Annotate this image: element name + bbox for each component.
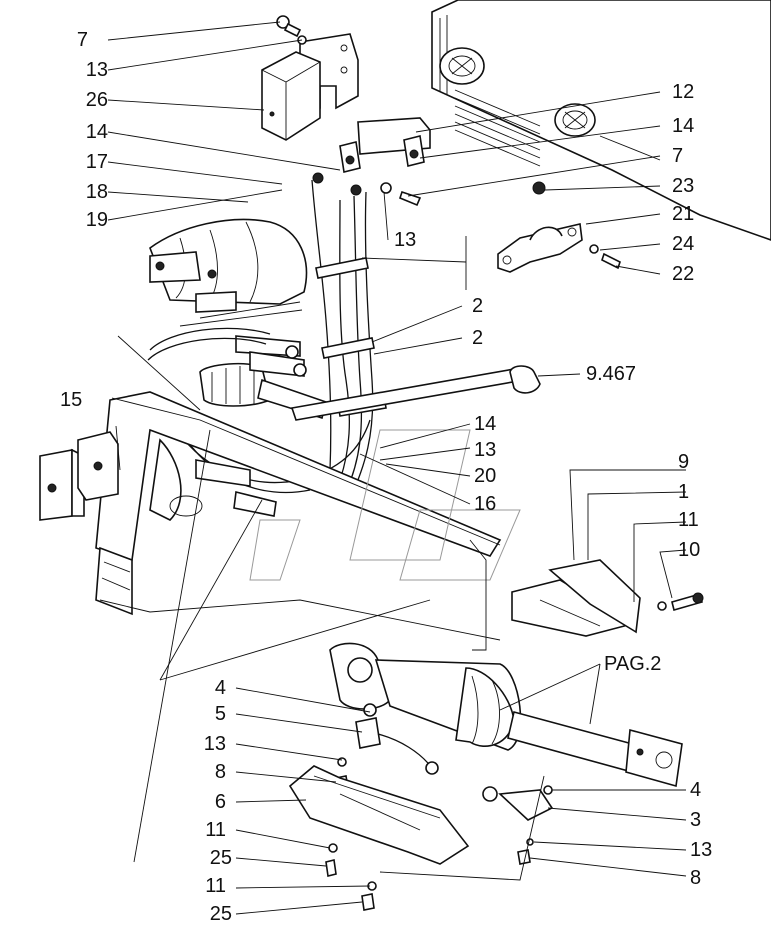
label-12: 12: [672, 81, 694, 103]
label-13: 13: [474, 439, 496, 461]
label-9: 9: [678, 451, 689, 473]
label-13: 13: [690, 839, 712, 861]
leader-lines: [107, 21, 687, 915]
label-14: 14: [474, 413, 496, 435]
clamp-15: [39, 431, 119, 521]
label-8: 8: [215, 761, 226, 783]
frame-beam: [95, 365, 541, 641]
label-7: 7: [77, 29, 88, 51]
bracket-21: [497, 181, 621, 273]
label-11: 11: [678, 509, 699, 531]
hydraulic-cylinder: [329, 642, 683, 788]
bracket-9: [511, 559, 704, 637]
label-pag-2: PAG.2: [604, 653, 661, 675]
ghost-outline: [249, 429, 521, 581]
label-4: 4: [215, 677, 226, 699]
label-13: 13: [394, 229, 416, 251]
label-16: 16: [474, 493, 496, 515]
label-2: 2: [472, 327, 483, 349]
label-5: 5: [215, 703, 226, 725]
label-7: 7: [672, 145, 683, 167]
pipe-union-block: [339, 117, 431, 207]
label-25: 25: [210, 903, 232, 925]
relay-box: [261, 33, 359, 141]
pump-housing: [149, 218, 308, 327]
label-20: 20: [474, 465, 496, 487]
label-10: 10: [678, 539, 700, 561]
label-21: 21: [672, 203, 694, 225]
label-23: 23: [672, 175, 694, 197]
label-6: 6: [215, 791, 226, 813]
label-8: 8: [690, 867, 701, 889]
label-14: 14: [672, 115, 694, 137]
machine-body-panel: [431, 0, 771, 241]
label-22: 22: [672, 263, 694, 285]
label-14: 14: [86, 121, 108, 143]
label-24: 24: [672, 233, 694, 255]
label-2: 2: [472, 295, 483, 317]
label-26: 26: [86, 89, 108, 111]
label-13: 13: [204, 733, 226, 755]
screws-11-25: [325, 843, 377, 911]
label-9-467: 9.467: [586, 363, 636, 385]
label-1: 1: [678, 481, 689, 503]
label-15: 15: [60, 389, 82, 411]
label-25: 25: [210, 847, 232, 869]
fitting-3: [482, 785, 554, 865]
label-11: 11: [205, 875, 226, 897]
label-13: 13: [86, 59, 108, 81]
label-4: 4: [690, 779, 701, 801]
label-11: 11: [205, 819, 226, 841]
label-3: 3: [690, 809, 701, 831]
label-17: 17: [86, 151, 108, 173]
label-18: 18: [86, 181, 108, 203]
label-19: 19: [86, 209, 108, 231]
guard-6: [288, 765, 470, 865]
part-labels: 7 13 26 14 17 18 19 12 14 7 13 23 21 24 …: [60, 29, 712, 925]
